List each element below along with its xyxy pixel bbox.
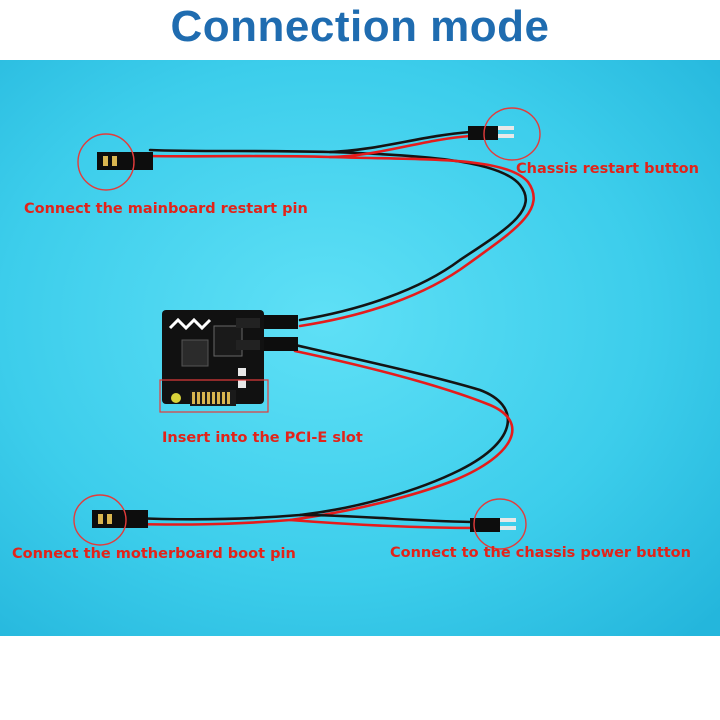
chassis-power-connector: [470, 518, 516, 532]
label-motherboard-boot: Connect the motherboard boot pin: [12, 546, 296, 562]
highlight-circle-mainboard-restart: [77, 133, 135, 191]
highlight-circle-motherboard-boot: [73, 494, 127, 546]
label-pcie-slot: Insert into the PCI-E slot: [162, 430, 363, 446]
highlight-circle-chassis-power: [473, 498, 527, 550]
chassis-restart-connector: [468, 126, 514, 140]
label-mainboard-restart: Connect the mainboard restart pin: [24, 201, 308, 217]
highlight-box-pcie: [159, 379, 269, 413]
pcie-gold-fingers: [190, 390, 236, 406]
page-title: Connection mode: [170, 2, 550, 51]
lower-cable: [128, 343, 514, 530]
mainboard-restart-connector: [97, 152, 153, 170]
label-chassis-restart: Chassis restart button: [516, 161, 699, 177]
motherboard-boot-connector: [92, 510, 148, 528]
highlight-circle-chassis-restart: [483, 107, 541, 161]
product-photo: Chassis restart button Connect the mainb…: [0, 60, 720, 636]
label-chassis-power: Connect to the chassis power button: [390, 545, 691, 561]
upper-cable: [148, 129, 535, 328]
bottom-blank-area: [0, 636, 720, 720]
